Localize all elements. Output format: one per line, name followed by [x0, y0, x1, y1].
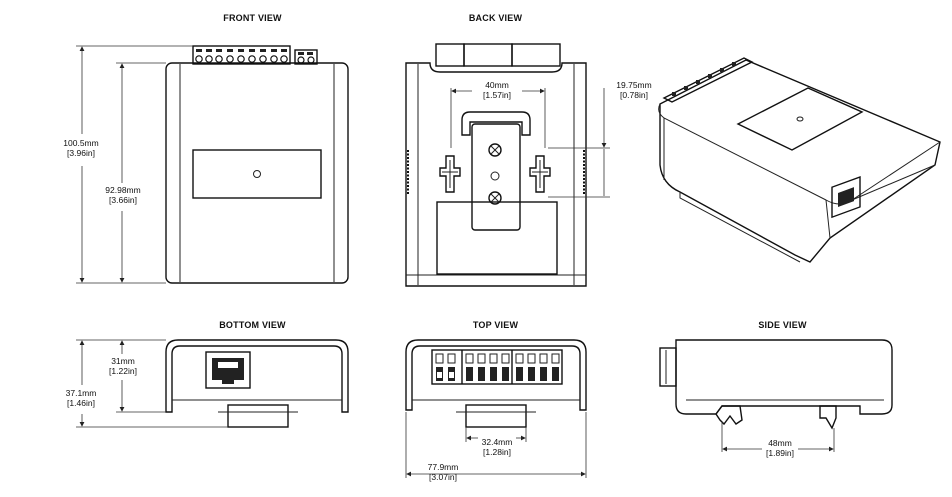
dim-rail-offset-mm: 19.75mm	[616, 80, 652, 90]
dim-side-clip-in: [1.89in]	[766, 448, 794, 458]
side-view	[659, 339, 893, 452]
iso-enclosure	[659, 59, 941, 263]
dim-rail-offset-in: [0.78in]	[620, 90, 648, 100]
dim-bottom-depth-inner-mm: 31mm	[111, 356, 135, 366]
dim-rail-offset: 19.75mm [0.78in]	[606, 80, 662, 100]
dim-rail-width-mm: 40mm	[485, 80, 509, 90]
dim-clip-width-mm: 32.4mm	[481, 437, 513, 447]
iso-rj45-port	[831, 176, 861, 219]
back-view-title: BACK VIEW	[468, 13, 523, 23]
back-enclosure	[405, 62, 587, 287]
bottom-view-title: BOTTOM VIEW	[219, 320, 286, 330]
dim-height-body-in: [3.66in]	[109, 195, 137, 205]
dim-bottom-depth-total: 37.1mm [1.46in]	[56, 388, 106, 408]
dim-bottom-depth-inner: 31mm [1.22in]	[98, 356, 148, 376]
dim-clip-width: 32.4mm [1.28in]	[472, 437, 522, 457]
front-enclosure	[165, 62, 349, 284]
dim-height-total-in: [3.96in]	[67, 148, 95, 158]
back-plate	[436, 201, 558, 275]
dim-height-total: 100.5mm [3.96in]	[56, 138, 106, 158]
dim-width-total-in: [3.07in]	[429, 472, 457, 482]
dim-height-total-mm: 100.5mm	[63, 138, 99, 148]
top-view	[405, 339, 587, 478]
bottom-rj45-port	[205, 351, 251, 389]
top-enclosure	[405, 339, 587, 411]
front-terminal-block	[192, 45, 318, 65]
dim-rail-width-in: [1.57in]	[483, 90, 511, 100]
dim-width-total: 77.9mm [3.07in]	[418, 462, 468, 482]
dim-height-body: 92.98mm [3.66in]	[98, 185, 148, 205]
dim-bottom-depth-total-mm: 37.1mm	[65, 388, 97, 398]
front-label-window	[192, 149, 322, 199]
back-view	[405, 43, 610, 287]
side-view-title: SIDE VIEW	[758, 320, 807, 330]
dim-bottom-depth-inner-in: [1.22in]	[109, 366, 137, 376]
bottom-view	[76, 339, 349, 428]
dim-clip-width-in: [1.28in]	[483, 447, 511, 457]
front-view	[76, 45, 349, 284]
din-clip	[439, 111, 551, 231]
dim-width-total-mm: 77.9mm	[427, 462, 459, 472]
dim-rail-width: 40mm [1.57in]	[472, 80, 522, 100]
isometric-view	[658, 57, 941, 263]
side-enclosure	[675, 339, 893, 415]
front-view-title: FRONT VIEW	[223, 13, 282, 23]
dim-height-body-mm: 92.98mm	[105, 185, 141, 195]
dim-bottom-depth-total-in: [1.46in]	[67, 398, 95, 408]
dim-side-clip-mm: 48mm	[768, 438, 792, 448]
top-view-title: TOP VIEW	[472, 320, 519, 330]
top-terminal-strip	[431, 349, 563, 385]
dim-side-clip: 48mm [1.89in]	[755, 438, 805, 458]
bottom-enclosure	[165, 339, 349, 413]
